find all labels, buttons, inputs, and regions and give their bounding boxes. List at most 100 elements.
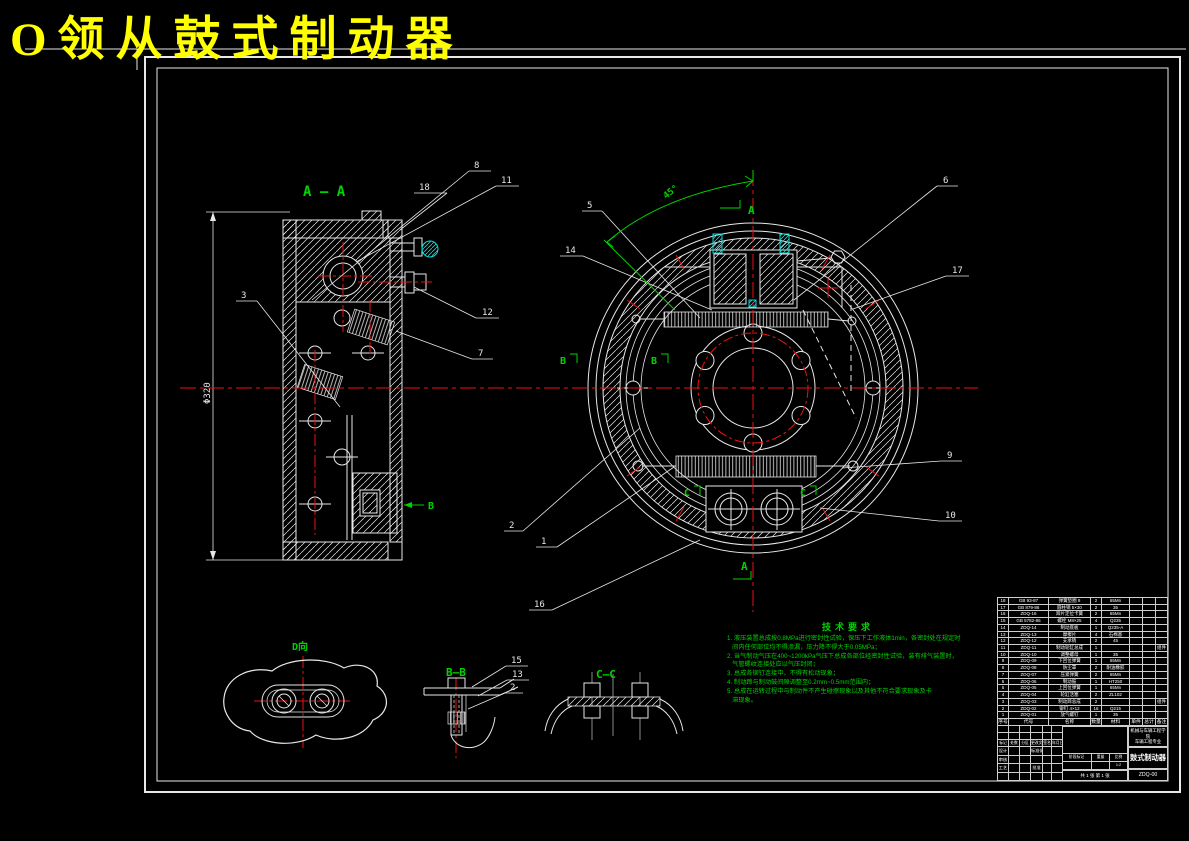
bolt-circle — [697, 332, 809, 444]
table-cell — [1143, 630, 1156, 638]
balloon-2b: 2 — [467, 683, 523, 710]
section-cc-label: C—C — [596, 668, 616, 681]
sheet-info: 共 1 张 第 1 张 — [1062, 770, 1128, 781]
table-cell: 35 — [1102, 650, 1130, 658]
table-cell: 制动底板 — [1049, 623, 1091, 631]
table-cell: 设计 — [998, 747, 1009, 756]
table-cell: 2 — [1091, 664, 1102, 671]
tech-notes: 技术要求 1. 液压装置总成按0.8MPa进行密封性试验，保压下工作液体1min… — [727, 620, 969, 705]
table-cell: 65Mn — [1102, 610, 1130, 618]
table-cell: 2 — [1091, 603, 1102, 611]
tech-notes-body: 1. 液压装置总成按0.8MPa进行密封性试验，保压下工作液体1min，各密封处… — [727, 635, 969, 705]
balloon-16: 16 — [529, 539, 701, 611]
table-cell: Q235-A — [1102, 623, 1130, 631]
table-row: 阶段标记重量比例 — [1062, 754, 1128, 762]
table-cell — [1031, 726, 1043, 733]
svg-text:3: 3 — [241, 291, 246, 301]
svg-text:6: 6 — [943, 176, 948, 186]
table-cell — [1156, 630, 1168, 638]
table-cell: 螺栓 M8×25 — [1049, 617, 1091, 624]
table-cell: 18 — [997, 597, 1009, 604]
drawing-title-cell: 鼓式制动器 — [1128, 747, 1168, 769]
table-cell: 2 — [1091, 670, 1102, 678]
table-cell — [1130, 704, 1143, 712]
cutting-mark-a-bottom: A — [741, 560, 748, 573]
balloon-17: 17 — [852, 266, 969, 310]
table-cell — [1143, 684, 1156, 692]
table-cell: ZDQ-16 — [1009, 610, 1049, 618]
table-cell — [1156, 617, 1168, 624]
table-cell — [1009, 733, 1020, 740]
table-cell: 1 — [1091, 644, 1102, 651]
table-cell — [1062, 762, 1092, 770]
table-cell: 1 — [1091, 684, 1102, 692]
svg-text:2: 2 — [510, 683, 515, 693]
table-cell: 65Mn — [1102, 597, 1130, 604]
section-cc-view — [544, 672, 684, 740]
svg-text:10: 10 — [945, 511, 956, 521]
table-cell — [998, 726, 1009, 733]
table-cell: 上回位弹簧 — [1049, 684, 1091, 692]
svg-text:1: 1 — [541, 537, 546, 547]
svg-text:5: 5 — [587, 201, 592, 211]
table-cell: 压紧弹簧 — [1049, 670, 1091, 678]
table-cell — [1156, 670, 1168, 678]
table-cell: 1:2 — [1110, 762, 1128, 770]
svg-text:14: 14 — [565, 246, 576, 256]
table-cell: 1 — [1091, 650, 1102, 658]
table-cell: 11 — [997, 644, 1009, 651]
table-cell — [1020, 747, 1031, 756]
table-cell: 8 — [997, 664, 1009, 671]
table-cell: 1 — [997, 711, 1009, 718]
table-cell: 2 — [1091, 697, 1102, 705]
table-cell: Q215 — [1102, 704, 1130, 712]
table-cell — [1130, 603, 1143, 611]
table-cell: 蹄片定位卡簧 — [1049, 610, 1091, 618]
table-cell — [1156, 677, 1168, 685]
aa-dimension — [206, 211, 290, 561]
table-header-cell: 备注 — [1156, 718, 1168, 726]
file-title-overlay: O领从鼓式制动器 — [10, 14, 464, 66]
signature-grid: 设计标准化审核工艺批准 — [997, 747, 1063, 781]
table-cell — [1009, 772, 1020, 781]
table-cell: 放气螺钉 — [1049, 711, 1091, 718]
upper-return-spring — [631, 311, 857, 328]
cylinder-clip-right — [779, 233, 790, 254]
table-cell — [1102, 697, 1130, 705]
table-header-cell: 单件 — [1130, 718, 1143, 726]
table-cell: 5 — [997, 684, 1009, 692]
aa-anchor-block — [352, 472, 398, 534]
table-cell — [1130, 711, 1143, 718]
table-cell: 签名 — [1043, 740, 1052, 747]
table-cell — [1143, 603, 1156, 611]
spring-washer-highlight — [421, 240, 439, 258]
section-aa-view: Φ320 — [203, 210, 439, 561]
drawing-number-box — [1062, 726, 1128, 754]
table-cell — [1043, 733, 1052, 740]
table-cell — [1156, 684, 1168, 692]
balloon-2: 2 — [504, 427, 641, 532]
table-header-cell: 序号 — [997, 718, 1009, 726]
svg-text:11: 11 — [501, 176, 512, 186]
table-cell: 组件 — [1156, 697, 1168, 705]
table-cell — [1043, 755, 1052, 764]
rivet-ticks — [626, 254, 880, 522]
table-cell — [1143, 610, 1156, 618]
table-cell: 2 — [1091, 597, 1102, 604]
table-cell — [1156, 657, 1168, 665]
sheet-frame — [25, 48, 1186, 793]
table-row — [998, 772, 1063, 781]
table-cell — [1031, 772, 1043, 781]
table-cell: 2 — [1091, 691, 1102, 698]
table-cell — [1031, 755, 1043, 764]
table-cell — [1156, 711, 1168, 718]
table-cell — [1143, 617, 1156, 624]
